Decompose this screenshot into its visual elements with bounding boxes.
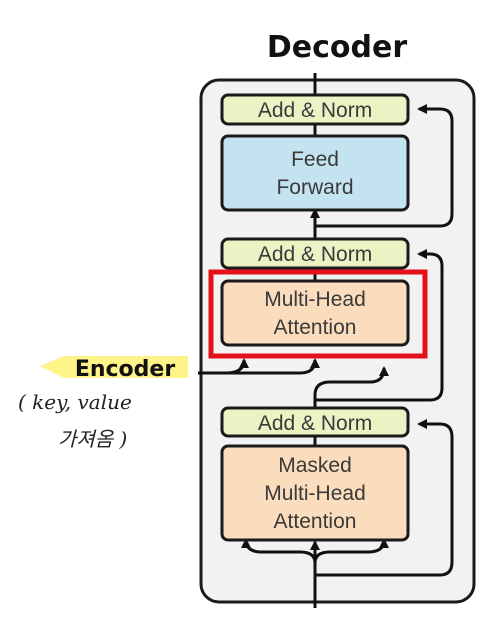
add-norm-bottom-label: Add & Norm (258, 412, 372, 435)
residual-arrow-top (315, 104, 454, 228)
multi-head-attention-block (220, 279, 410, 347)
multi-head-attention-label-line2: Attention (274, 316, 357, 339)
masked-attention-block (220, 444, 410, 542)
add-norm-middle-block (220, 237, 410, 270)
encoder-value-arrow (226, 358, 320, 375)
encoder-highlight (40, 356, 188, 378)
query-arrow (313, 366, 389, 408)
masked-input-arrow-left (241, 538, 317, 564)
feed-forward-label-line2: Forward (276, 176, 353, 199)
add-norm-middle-label: Add & Norm (258, 243, 372, 266)
residual-arrow-middle (315, 249, 444, 402)
add-norm-top-label: Add & Norm (258, 99, 372, 122)
attention-highlight-box (208, 269, 428, 359)
encoder-label: Encoder (75, 357, 176, 382)
handwritten-note-line2: 가져옴 ) (58, 427, 127, 451)
masked-attention-label-line2: Multi-Head (264, 482, 366, 505)
diagram-title: Decoder (267, 30, 407, 65)
masked-input-arrow-right (313, 538, 389, 564)
multi-head-attention-label-line1: Multi-Head (264, 288, 366, 311)
add-norm-bottom-block (220, 406, 410, 438)
feed-forward-block (220, 134, 410, 212)
masked-attention-label-line3: Attention (274, 510, 357, 533)
residual-arrow-bottom (315, 419, 454, 577)
add-norm-top-block (220, 93, 410, 126)
masked-attention-label-line1: Masked (278, 454, 352, 477)
feed-forward-label-line1: Feed (291, 148, 339, 171)
handwritten-note-line1: ( key, value (18, 390, 132, 414)
